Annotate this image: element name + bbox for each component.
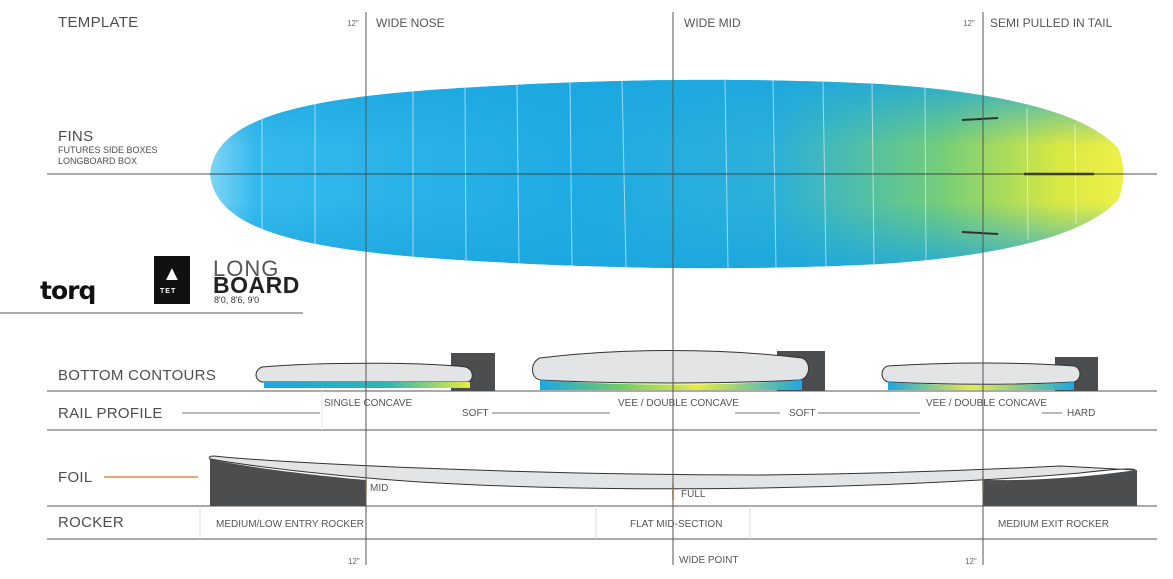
wide-point-label: WIDE POINT — [679, 555, 739, 566]
section-rocker: ROCKER — [58, 514, 124, 531]
tail-measure-top: 12" — [963, 19, 975, 28]
section-fins: FINS — [58, 128, 94, 145]
foil-nose-label: MID — [370, 483, 389, 494]
tet-flame-icon: ▲ — [162, 263, 182, 285]
foil-tail-label: MID — [989, 479, 1008, 490]
fin-box-side-bottom — [961, 231, 999, 235]
rocker-mid-label: FLAT MID-SECTION — [630, 519, 723, 530]
rocker-tail-label: MEDIUM EXIT ROCKER — [998, 519, 1109, 530]
rocker-nose-label: MEDIUM/LOW ENTRY ROCKER — [216, 519, 364, 530]
nose-measure-bottom: 12" — [348, 557, 360, 566]
contour-tail — [881, 357, 1098, 391]
model-name-line2: BOARD — [213, 272, 300, 298]
tail-measure-bottom: 12" — [965, 557, 977, 566]
section-template: TEMPLATE — [58, 14, 139, 31]
foil-rocker-profile — [208, 455, 1137, 506]
rail-tail-label: HARD — [1067, 408, 1096, 419]
label-wide-nose: WIDE NOSE — [376, 16, 445, 30]
fins-longboard-box: LONGBOARD BOX — [58, 156, 138, 166]
tet-logo-text: TET — [160, 288, 177, 295]
fins-side-boxes: FUTURES SIDE BOXES — [58, 145, 158, 155]
nose-measure-top: 12" — [347, 19, 359, 28]
contour-tail-label: VEE / DOUBLE CONCAVE — [926, 398, 1047, 409]
torq-logo: torq — [40, 276, 96, 305]
section-bottom-contours: BOTTOM CONTOURS — [58, 367, 217, 384]
contour-nose — [255, 353, 495, 391]
model-sizes: 8'0, 8'6, 9'0 — [214, 295, 260, 305]
section-foil: FOIL — [58, 469, 93, 486]
label-semi-pulled-tail: SEMI PULLED IN TAIL — [990, 16, 1113, 30]
tet-logo: ▲ TET — [154, 256, 190, 304]
rail-nose-label: SOFT — [462, 408, 489, 419]
fin-box-side-top — [961, 117, 999, 121]
section-rail-profile: RAIL PROFILE — [58, 405, 163, 422]
rail-mid-label: SOFT — [789, 408, 816, 419]
label-wide-mid: WIDE MID — [684, 16, 741, 30]
foil-mid-label: FULL — [681, 489, 706, 500]
contour-mid-label: VEE / DOUBLE CONCAVE — [618, 398, 739, 409]
model-name-line1: LONG — [213, 256, 280, 281]
contour-mid — [532, 350, 825, 391]
contour-nose-label: SINGLE CONCAVE — [324, 398, 413, 409]
